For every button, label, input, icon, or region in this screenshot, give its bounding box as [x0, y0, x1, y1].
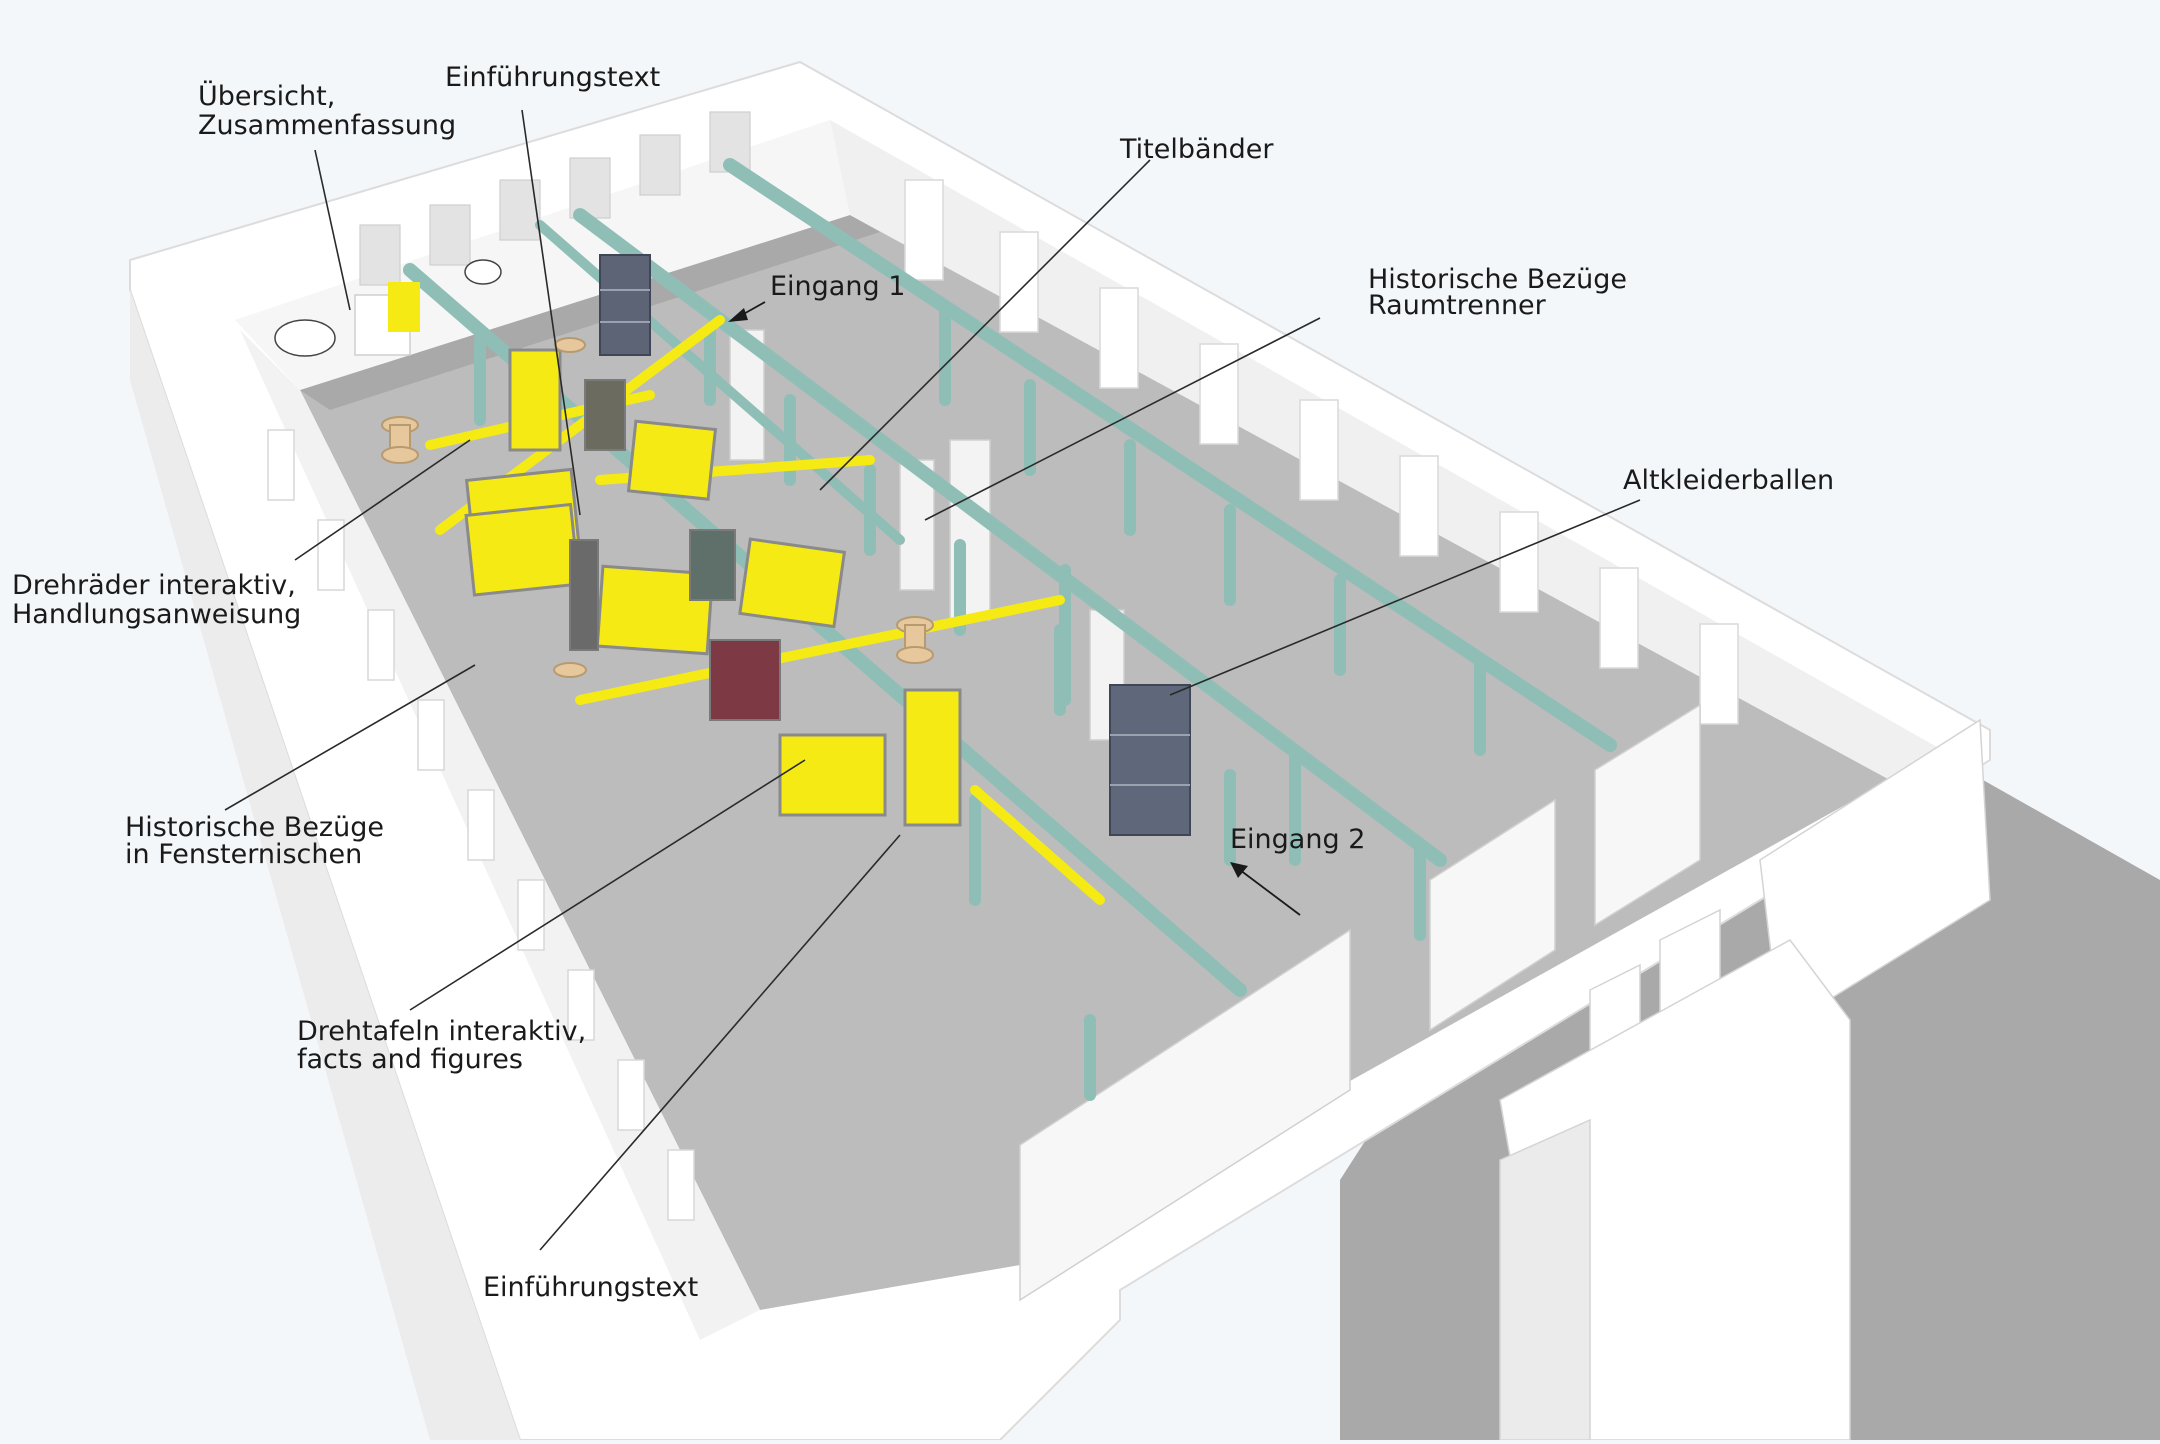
label-hist-fenster-2: in Fensternischen [125, 839, 362, 870]
label-drehtafeln-1: Drehtafeln interaktiv, [297, 1016, 586, 1047]
right-wall-piers [904, 179, 1739, 725]
label-uebersicht-1: Übersicht, [198, 80, 335, 112]
label-titelbaender: Titelbänder [1119, 134, 1274, 165]
label-einfuehrung-bottom: Einführungstext [483, 1272, 698, 1303]
floor-shadow-band [300, 215, 880, 410]
label-uebersicht-2: Zusammenfassung [198, 110, 456, 141]
label-altkleider: Altkleiderballen [1623, 465, 1834, 496]
teal-columns [474, 304, 1486, 1101]
annotation-labels: Übersicht, Zusammenfassung Einführungste… [12, 62, 1834, 1303]
service-rooms [1499, 718, 1991, 1441]
label-eingang-2: Eingang 2 [1230, 824, 1365, 855]
label-hist-raum-1: Historische Bezüge [1368, 264, 1627, 295]
inner-right-wall [830, 120, 1960, 780]
partition-wall-1 [1019, 928, 1351, 1302]
label-eingang-1: Eingang 1 [770, 271, 905, 302]
label-hist-raum-2: Raumtrenner [1368, 290, 1547, 321]
back-wall-windows [359, 111, 751, 286]
window-niches-left [267, 429, 695, 1221]
info-panels [464, 348, 962, 827]
label-drehtafeln-2: facts and figures [297, 1044, 523, 1075]
photo-panels [569, 379, 781, 721]
overview-wall [274, 259, 502, 357]
leader-lines [224, 109, 1641, 1251]
label-einfuehrung-top: Einführungstext [445, 62, 660, 93]
entrance-arrows [728, 301, 1301, 916]
partition-wall-2 [1429, 798, 1556, 1032]
label-hist-fenster-1: Historische Bezüge [125, 812, 384, 843]
clothing-bales [599, 254, 1191, 836]
outer-wall-front-left [130, 290, 520, 1440]
label-drehraeder-2: Handlungsanweisung [12, 599, 301, 630]
divider-panels [729, 329, 1125, 741]
turning-wheels [381, 337, 934, 678]
label-drehraeder-1: Drehräder interaktiv, [12, 570, 296, 601]
partition-wall-3 [1594, 703, 1701, 927]
